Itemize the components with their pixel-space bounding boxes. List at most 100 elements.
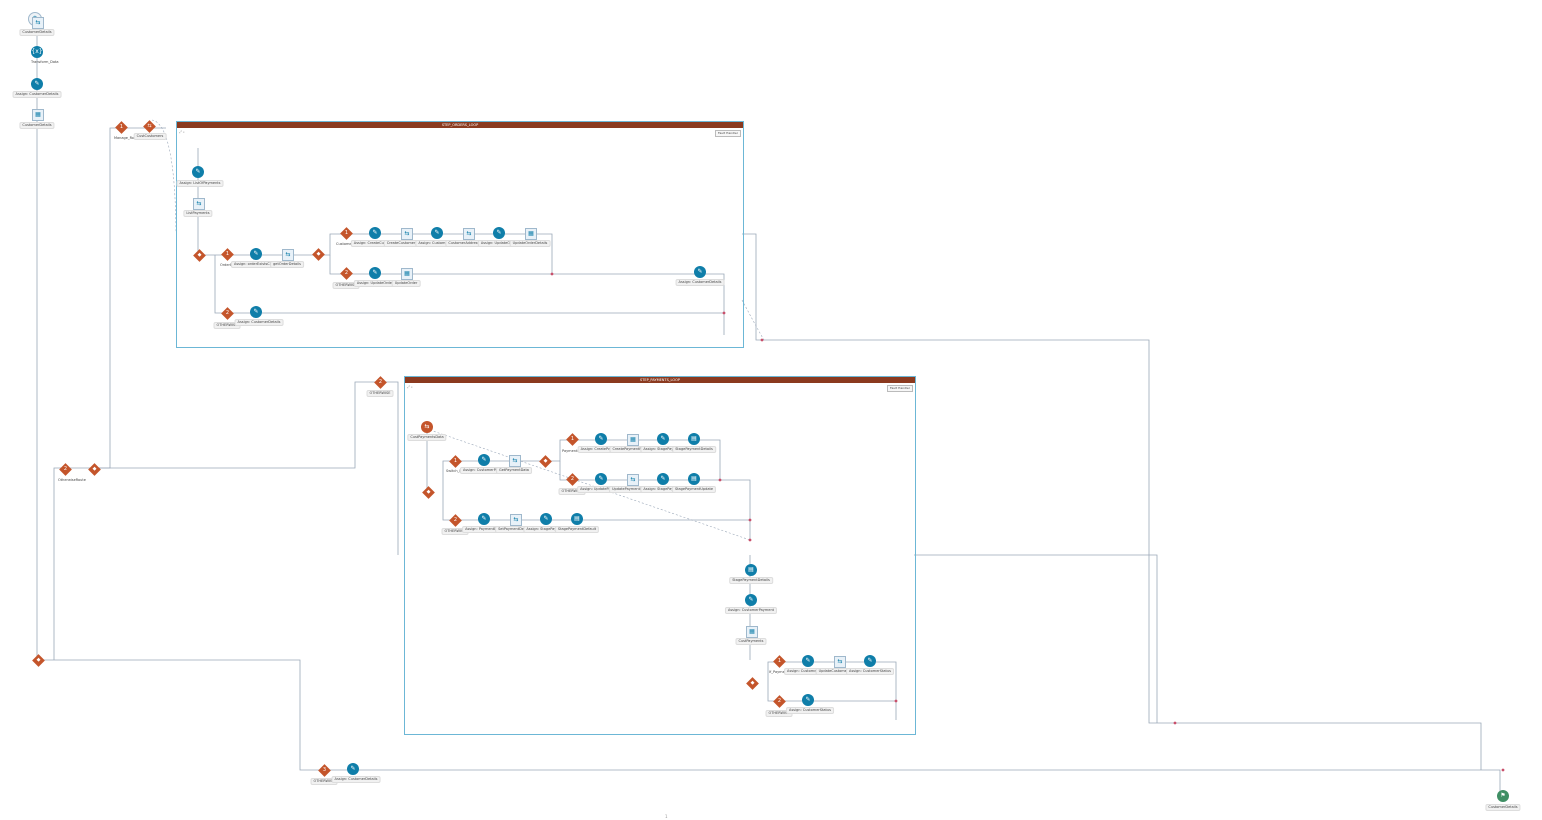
invoke-node[interactable]: ⇆ — [834, 656, 846, 668]
switch-node[interactable]: ◆ — [745, 676, 759, 690]
end-node-icon[interactable]: ⚑ — [1497, 790, 1509, 802]
node-label: Assign: CustomerStatus — [786, 707, 834, 714]
assign-node[interactable]: ✎ — [802, 655, 814, 667]
invoke-node[interactable]: ⇆ — [509, 455, 521, 467]
otherwise-label: OTHERWISE — [366, 390, 394, 397]
scope-collapse-icon[interactable]: ⤢ ⌕ — [407, 385, 413, 389]
assign-node[interactable]: ✎ — [540, 513, 552, 525]
assign-node[interactable]: ✎ — [369, 227, 381, 239]
invoke-node[interactable]: ⇆ — [32, 17, 44, 29]
node-label: UpdateOrder — [391, 280, 421, 287]
route-label: Switch_Route — [446, 469, 470, 473]
switch-node[interactable]: ◆ — [87, 462, 101, 476]
node-label: StagePaymentDetails — [729, 577, 773, 584]
switch-route-node[interactable]: 1 — [339, 226, 353, 240]
assign-node[interactable]: ✎ — [347, 763, 359, 775]
switch-node[interactable]: ◆ — [31, 653, 45, 667]
stage-file-node[interactable]: ▦ — [746, 626, 758, 638]
stage-file-node[interactable]: ▦ — [401, 268, 413, 280]
node-label: Assign: CustomerPayment — [724, 607, 778, 614]
switch-route-node[interactable]: 1 — [114, 120, 128, 134]
invoke-node[interactable]: ⇆ — [401, 228, 413, 240]
notification-node[interactable]: ▤ — [688, 433, 700, 445]
scope-collapse-icon[interactable]: ⤢ ⌕ — [179, 130, 185, 134]
node-label: StagePaymentUpdate — [671, 486, 717, 493]
stage-file-node[interactable]: ▦ — [32, 109, 44, 121]
assign-node[interactable]: ✎ — [864, 655, 876, 667]
assign-node[interactable]: ✎ — [595, 433, 607, 445]
notification-node[interactable]: ▤ — [688, 473, 700, 485]
otherwise-route-node[interactable]: 2 — [772, 694, 786, 708]
assign-node[interactable]: ✎ — [478, 454, 490, 466]
node-label: StagePaymentDefault — [554, 526, 600, 533]
assign-node[interactable]: ✎ — [31, 78, 43, 90]
node-label: CustPayments — [735, 638, 767, 645]
switch-route-node[interactable]: 1 — [772, 654, 786, 668]
route-label: Manage_Route — [114, 136, 140, 140]
switch-node[interactable]: ◆ — [538, 454, 552, 468]
stage-file-node[interactable]: ▦ — [525, 228, 537, 240]
switch-node[interactable]: ◆ — [421, 485, 435, 499]
switch-route-node[interactable]: 2 — [373, 375, 387, 389]
invoke-node[interactable]: ⇆ — [510, 514, 522, 526]
assign-node[interactable]: ✎ — [431, 227, 443, 239]
assign-node[interactable]: ✎ — [802, 694, 814, 706]
node-label: Assign: UpdateOrder — [353, 280, 397, 287]
node-label: Assign: CustomerStatus — [846, 668, 894, 675]
otherwise-route-node[interactable]: 2 — [339, 266, 353, 280]
node-label: Assign: CustomerDetails — [12, 91, 62, 98]
invoke-node[interactable]: ⇆ — [142, 119, 156, 133]
node-label: Assign: CustomerDetails — [331, 776, 381, 783]
route-label: OrderExists — [218, 263, 242, 268]
assign-node[interactable]: ✎ — [192, 166, 204, 178]
fault-handler-button[interactable]: Fault Handler — [715, 130, 741, 137]
switch-node[interactable]: ◆ — [311, 247, 325, 261]
node-label: UpdateOrderDetails — [509, 240, 551, 247]
assign-node[interactable]: ✎ — [657, 473, 669, 485]
fault-handler-button[interactable]: Fault Handler — [887, 385, 913, 392]
assign-node[interactable]: ✎ — [694, 266, 706, 278]
node-label: Assign: CustomerDetails — [234, 319, 284, 326]
switch-route-node[interactable]: 1 — [565, 432, 579, 446]
scope-title: STEP_PAYMENTS_LOOP — [405, 377, 915, 383]
node-label: Transform_Data — [31, 60, 59, 64]
scope-title: STEP_ORDERS_LOOP — [177, 122, 743, 128]
route-label: OtherwiseRoute — [58, 478, 86, 482]
assign-node[interactable]: ✎ — [369, 267, 381, 279]
map-node[interactable]: {x} — [31, 46, 43, 58]
invoke-node[interactable]: ⇆ — [193, 198, 205, 210]
node-label: Assign: CustomerDetails — [675, 279, 725, 286]
node-label: CustCustomers — [133, 133, 167, 140]
otherwise-route-node[interactable]: 2 — [220, 306, 234, 320]
notification-node[interactable]: ▤ — [571, 513, 583, 525]
switch-node[interactable]: ◆ — [192, 248, 206, 262]
invoke-node[interactable]: ⇆ — [463, 228, 475, 240]
switch-route-node[interactable]: 2 — [58, 462, 72, 476]
invoke-node[interactable]: ⇆ — [627, 474, 639, 486]
node-label: Assign: ListOfPayments — [176, 180, 224, 187]
invoke-node[interactable]: ⇆ — [282, 249, 294, 261]
switch-route-node[interactable]: 1 — [220, 247, 234, 261]
scope-payments[interactable]: STEP_PAYMENTS_LOOP ⤢ ⌕ Fault Handler — [404, 376, 916, 735]
node-label: CustomerDetails — [19, 29, 55, 36]
assign-node[interactable]: ✎ — [657, 433, 669, 445]
assign-node[interactable]: ✎ — [745, 594, 757, 606]
assign-node[interactable]: ✎ — [493, 227, 505, 239]
otherwise-route-node[interactable]: 2 — [565, 472, 579, 486]
scope-orders[interactable]: STEP_ORDERS_LOOP ⤢ ⌕ Fault Handler — [176, 121, 744, 348]
assign-node[interactable]: ✎ — [250, 306, 262, 318]
node-label: getOrderDetails — [270, 261, 304, 268]
node-label: CustomerDetails — [1485, 804, 1521, 811]
node-label: CustomerDetails — [19, 122, 55, 129]
switch-route-node[interactable]: 1 — [448, 454, 462, 468]
otherwise-route-node[interactable]: 2 — [448, 513, 462, 527]
node-label: CustPaymentsData — [407, 434, 447, 441]
assign-node[interactable]: ✎ — [250, 248, 262, 260]
notification-node[interactable]: ▤ — [745, 564, 757, 576]
node-label: GetPaymentData — [496, 467, 532, 474]
otherwise-route-node[interactable]: 3 — [317, 763, 331, 777]
stage-file-node[interactable]: ▦ — [627, 434, 639, 446]
assign-node[interactable]: ✎ — [595, 473, 607, 485]
assign-node[interactable]: ✎ — [478, 513, 490, 525]
invoke-node[interactable]: ⇆ — [421, 421, 433, 433]
